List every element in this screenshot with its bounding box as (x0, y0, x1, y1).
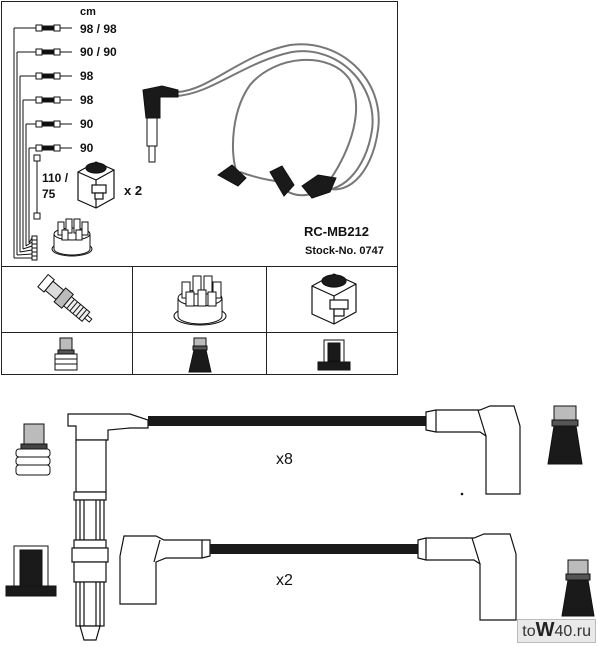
lead-length-4: 98 (80, 93, 94, 107)
watermark-highlight: W (535, 619, 555, 641)
ignition-coil-icon (77, 161, 115, 209)
coil-lead-length-top: 110 / (42, 171, 69, 185)
lead-length-5: 90 (80, 117, 94, 131)
kit-overview-panel (1, 1, 398, 375)
multiplier-bottom-lead: x2 (276, 572, 293, 589)
lead-boots-in-panel (142, 85, 337, 199)
ignition-coil-icon-large (311, 273, 357, 325)
lead-length-1: 98 / 98 (80, 22, 117, 36)
panel-divider-2 (1, 332, 398, 333)
watermark-logo: toW40.ru (517, 619, 596, 643)
distributor-cap-icon (173, 275, 227, 326)
lead-length-2: 90 / 90 (80, 45, 117, 59)
stock-number: Stock-No. 0747 (305, 245, 384, 257)
cable-x2-detail (119, 533, 517, 621)
panel-divider-1 (1, 266, 398, 267)
lead-length-3: 98 (80, 69, 94, 83)
multiplier-top-lead: x8 (276, 451, 293, 468)
boot-terminal-top-right (547, 405, 583, 465)
panel-divider-v1 (132, 266, 133, 374)
drawing-dot (460, 492, 464, 496)
coil-terminal-detail (5, 545, 57, 597)
lead-bundle-lines (13, 27, 40, 259)
spark-plug-icon (37, 273, 93, 323)
connector-coil-terminal-icon (317, 339, 351, 371)
boot-terminal-bottom-right (561, 559, 595, 617)
watermark-prefix: to (522, 623, 536, 640)
coil-multiplier: x 2 (124, 183, 143, 198)
connector-plug-terminal-icon (54, 337, 78, 371)
product-code: RC-MB212 (304, 224, 370, 239)
straight-boot-detail (67, 413, 149, 641)
cable-x8-detail (148, 405, 521, 495)
connector-boot-icon (188, 337, 212, 373)
lead-length-6: 90 (80, 141, 94, 155)
panel-divider-v2 (266, 266, 267, 374)
coil-lead-length-bottom: 75 (42, 187, 56, 201)
distributor-cap-icon-small (51, 218, 93, 257)
watermark-suffix: 40.ru (554, 623, 591, 640)
plug-terminal-detail (15, 423, 51, 476)
lead-connectors (31, 24, 72, 261)
unit-label: cm (80, 6, 96, 18)
